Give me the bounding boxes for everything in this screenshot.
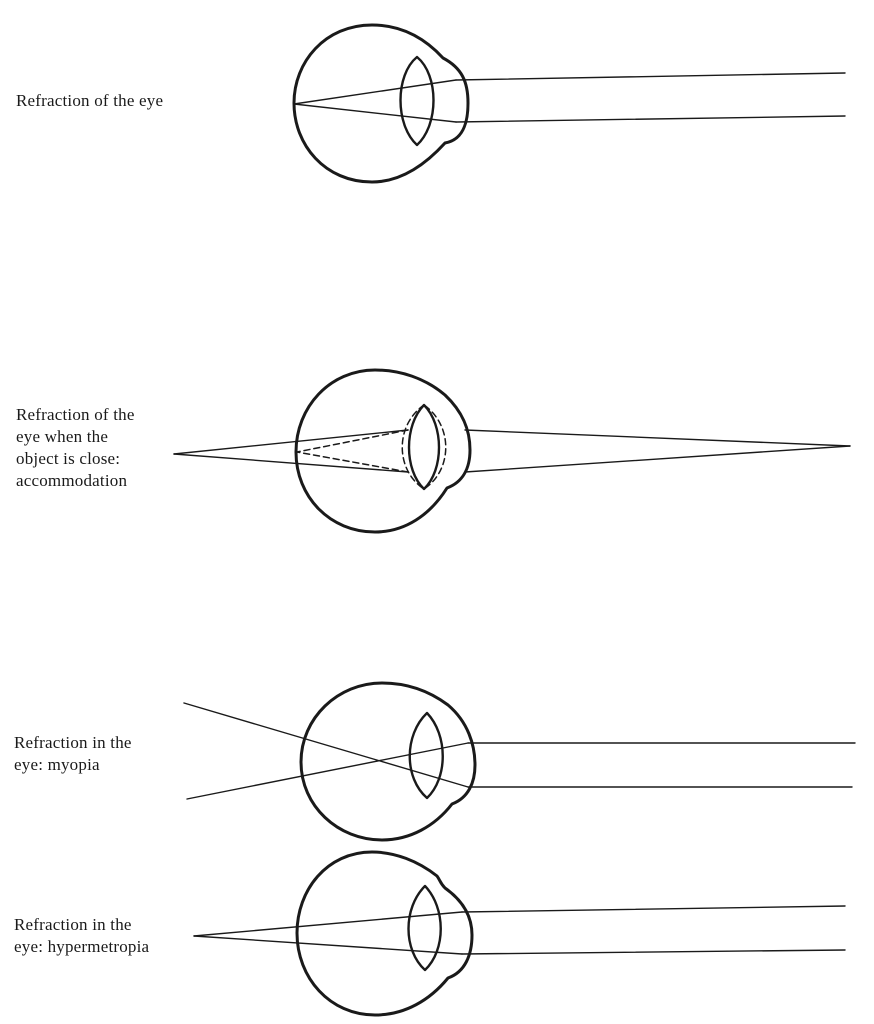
light-ray: [183, 702, 469, 788]
caption-line: Refraction in the: [14, 915, 132, 934]
eyeball-outline: [295, 850, 474, 1017]
light-ray: [193, 935, 463, 955]
light-ray: [455, 115, 846, 123]
caption-line: Refraction of the: [16, 405, 135, 424]
caption-line: Refraction in the: [14, 733, 132, 752]
caption-line: eye: myopia: [14, 755, 100, 774]
light-ray-dashed: [296, 429, 409, 453]
light-ray: [186, 742, 469, 800]
light-ray: [293, 103, 457, 123]
caption-line: accommodation: [16, 471, 128, 490]
caption-line: object is close:: [16, 449, 121, 468]
figure-myopia-eye: [183, 681, 856, 842]
eyeball-outline: [292, 23, 470, 184]
caption-myopia: Refraction in the eye: myopia: [14, 732, 132, 776]
caption-line: Refraction of the eye: [16, 91, 164, 110]
lens: [408, 711, 444, 800]
figure-normal-eye: [292, 23, 846, 184]
lens: [407, 403, 441, 491]
figure-accommodation-eye: [173, 368, 851, 534]
lens: [399, 55, 435, 147]
figure-hypermetropia-eye: [193, 850, 846, 1017]
eyeball-outline: [294, 368, 472, 534]
lens-accommodated-dashed: [401, 404, 447, 490]
caption-hypermetropia: Refraction in the eye: hypermetropia: [14, 914, 149, 958]
eyeball-outline: [299, 681, 477, 842]
light-ray-dashed: [296, 451, 409, 473]
caption-line: eye: hypermetropia: [14, 937, 150, 956]
caption-accommodation: Refraction of the eye when the object is…: [16, 404, 135, 492]
light-ray: [464, 445, 851, 473]
light-ray: [293, 79, 457, 105]
light-ray: [461, 905, 846, 913]
light-ray: [173, 453, 409, 473]
light-ray: [193, 911, 463, 937]
light-ray: [464, 429, 851, 447]
light-ray: [461, 949, 846, 955]
caption-normal: Refraction of the eye: [16, 90, 163, 112]
caption-line: eye when the: [16, 427, 109, 446]
light-ray: [455, 72, 846, 81]
lens: [407, 884, 442, 972]
light-ray: [173, 429, 409, 455]
